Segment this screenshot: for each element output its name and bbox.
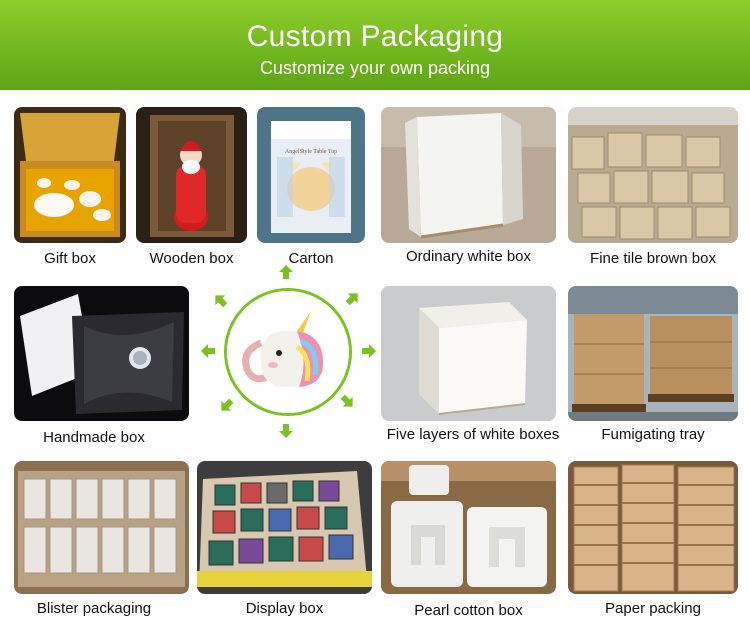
caption-gift-box: Gift box <box>44 250 96 267</box>
carton-print-text: AngelStyle Table Top <box>285 149 337 155</box>
arrow-down-right-icon <box>338 392 356 410</box>
arrow-up-right-icon <box>343 290 361 308</box>
blister-packaging-photo <box>14 461 189 594</box>
handmade-box-photo <box>14 286 189 421</box>
wooden-box-photo <box>136 107 247 243</box>
arrow-down-icon <box>277 421 295 439</box>
five-layer-white-box-photo <box>381 286 556 421</box>
arrow-down-left-icon <box>218 396 236 414</box>
unicorn-mug-photo <box>224 288 352 416</box>
caption-ordinary-white-box: Ordinary white box <box>405 248 532 265</box>
caption-wooden-box: Wooden box <box>149 250 234 267</box>
caption-blister-packaging: Blister packaging <box>36 600 152 617</box>
header-banner: Custom Packaging Customize your own pack… <box>0 0 750 90</box>
page-subtitle: Customize your own packing <box>259 58 491 78</box>
fine-tile-brown-box-photo <box>568 107 738 243</box>
pearl-cotton-box-photo <box>381 461 556 594</box>
gift-box-photo <box>14 107 126 243</box>
arrow-left-icon <box>200 342 218 360</box>
caption-five-layer-white-boxes: Five layers of white boxes <box>386 426 560 443</box>
caption-handmade-box: Handmade box <box>43 429 145 446</box>
caption-carton: Carton <box>288 250 334 267</box>
caption-display-box: Display box <box>245 600 324 617</box>
paper-packing-photo <box>568 461 738 594</box>
caption-fumigating-tray: Fumigating tray <box>601 426 705 443</box>
page-title: Custom Packaging <box>246 20 504 53</box>
caption-paper-packing: Paper packing <box>605 600 701 617</box>
ordinary-white-box-photo <box>381 107 556 243</box>
carton-photo: AngelStyle Table Top <box>257 107 365 243</box>
arrow-up-left-icon <box>212 292 230 310</box>
display-box-photo <box>197 461 372 594</box>
caption-fine-tile-brown-box: Fine tile brown box <box>590 250 716 267</box>
arrow-right-icon <box>359 342 377 360</box>
arrow-up-icon <box>277 264 295 282</box>
caption-pearl-cotton-box: Pearl cotton box <box>414 602 523 619</box>
fumigating-tray-photo <box>568 286 738 421</box>
